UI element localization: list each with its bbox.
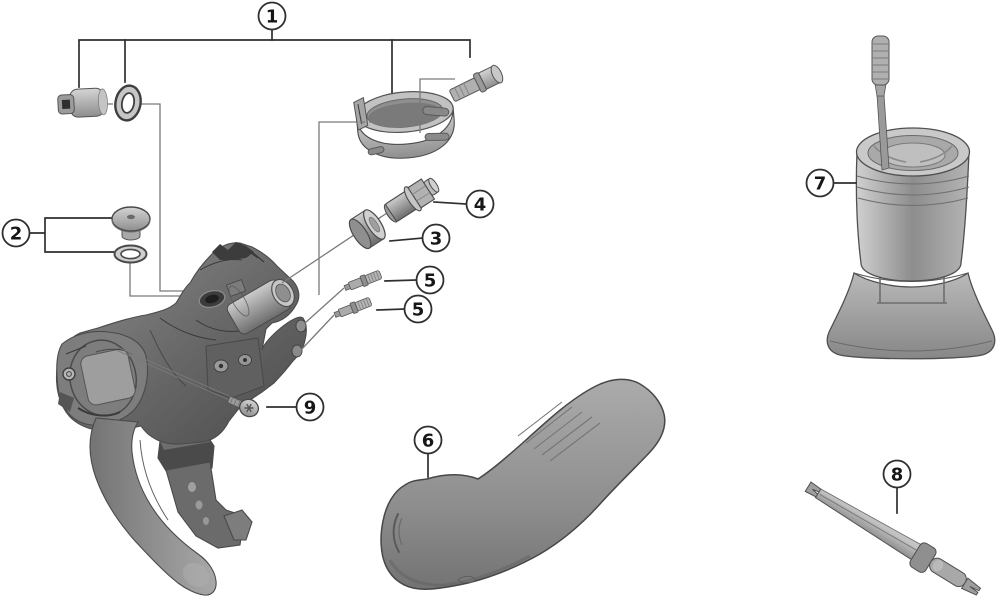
funnel-cup-wall: [855, 151, 970, 282]
callout-5a-label: 5: [424, 271, 437, 292]
leader-5a: [384, 279, 418, 282]
group2-bracket-line: [28, 217, 117, 253]
washer-to-body-line: [141, 103, 207, 292]
callout-2: 2: [1, 218, 31, 248]
bleed-funnel: [826, 35, 996, 360]
callout-2-circle: [1, 218, 31, 248]
callout-2-label: 2: [10, 224, 23, 245]
bleed-oring: [113, 244, 148, 264]
housing-top-fins: [212, 242, 265, 263]
bracket-hood-cover: [380, 378, 666, 590]
hose-clamp-plate: [205, 337, 265, 399]
callout-4-circle: [465, 189, 495, 219]
callout-8-label: 8: [891, 465, 904, 486]
hose-connector-bolt: [383, 177, 440, 223]
bushing-ring: [348, 209, 386, 250]
brake-lever-blade: [89, 417, 217, 596]
leader-4: [433, 201, 468, 205]
master-cylinder: [226, 278, 295, 335]
clamp-to-body-line: [318, 121, 360, 295]
hood-grip-texture: [517, 401, 601, 462]
callout-9-label: 9: [304, 398, 317, 419]
handlebar-clamp-band: [353, 91, 455, 159]
callout-leader-lines: [266, 182, 898, 514]
callout-7-circle: [805, 168, 835, 198]
axis-line-screw-9b: [115, 349, 237, 404]
callout-3: 3: [421, 223, 451, 253]
bleed-tool: [804, 481, 982, 596]
fixing-screw-b: [333, 297, 372, 318]
callout-5a: 5: [415, 265, 445, 295]
lever-body-assembly: [55, 242, 307, 596]
callouts: 1 2 3 4 5 5 6 7: [1, 1, 912, 489]
clamp-bolt: [449, 64, 504, 102]
callout-5b-circle: [403, 294, 433, 324]
callout-3-label: 3: [430, 229, 443, 250]
callout-6-circle: [413, 425, 443, 455]
callout-5b: 5: [403, 294, 433, 324]
callout-7-label: 7: [814, 174, 827, 195]
group1-bracket-line: [78, 39, 471, 88]
callout-9-circle: [295, 392, 325, 422]
callout-5b-label: 5: [412, 300, 425, 321]
mount-washer: [114, 84, 142, 122]
screw-boss-b: [291, 344, 303, 358]
callout-6-label: 6: [422, 431, 435, 452]
callout-1-label: 1: [266, 7, 279, 28]
callout-5a-circle: [415, 265, 445, 295]
bolt-to-clamp-line: [419, 78, 455, 133]
axis-line-screw-9a: [116, 346, 239, 401]
fixing-screw-a: [343, 270, 382, 291]
lever-front-head: [56, 330, 149, 426]
axis-line-screw-a: [304, 287, 345, 324]
callout-7: 7: [805, 168, 835, 198]
funnel-plunger: [871, 35, 890, 171]
callout-3-circle: [421, 223, 451, 253]
shift-paddle-unit: [157, 433, 253, 549]
axis-line-screw-b: [300, 314, 335, 351]
leader-3: [389, 237, 424, 242]
callout-1-circle: [257, 1, 287, 31]
callout-8: 8: [882, 459, 912, 489]
screw-boss-a: [295, 319, 307, 333]
bleed-port: [198, 289, 226, 309]
barrel-nut: [57, 87, 108, 118]
callout-9: 9: [295, 392, 325, 422]
bleed-plug: [111, 206, 151, 241]
callout-8-circle: [882, 459, 912, 489]
callout-bracket-lines: [28, 28, 471, 253]
leader-5b: [376, 308, 406, 311]
callout-4-label: 4: [474, 195, 487, 216]
callout-4: 4: [465, 189, 495, 219]
callout-1: 1: [257, 1, 287, 31]
cover-screw: [227, 396, 260, 418]
funnel-skirt: [826, 271, 996, 360]
callout-6: 6: [413, 425, 443, 455]
